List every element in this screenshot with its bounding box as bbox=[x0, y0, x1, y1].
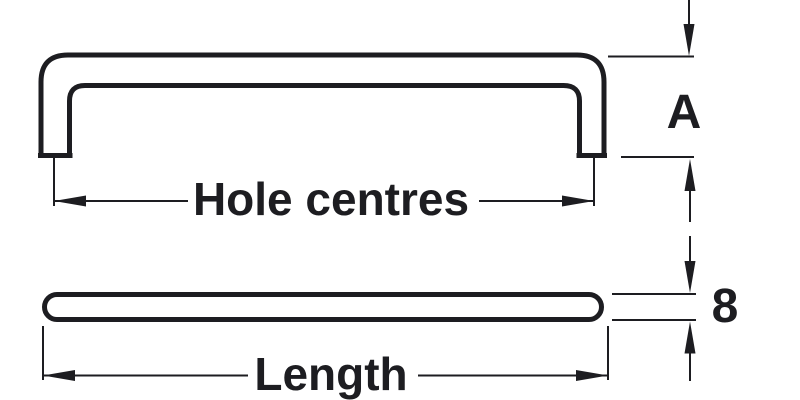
arrowheads bbox=[43, 24, 696, 381]
dim-8-down-arrowhead bbox=[684, 261, 696, 293]
dimension-labels: Hole centres A 8 Length bbox=[193, 86, 738, 400]
handle-profile-outline bbox=[42, 292, 604, 322]
hole-centres-right-arrowhead bbox=[562, 195, 594, 207]
hole-centres-label: Hole centres bbox=[193, 173, 469, 225]
dim-a-up-arrowhead bbox=[684, 159, 696, 191]
handle-front-view bbox=[38, 52, 607, 158]
handle-outer-profile bbox=[38, 52, 607, 158]
thickness-8-label: 8 bbox=[712, 280, 739, 333]
hole-centres-left-arrowhead bbox=[54, 195, 86, 207]
dim-8-up-arrowhead bbox=[684, 321, 696, 354]
dim-a-down-arrowhead bbox=[683, 24, 695, 56]
handle-profile-view bbox=[42, 292, 604, 322]
length-label: Length bbox=[254, 348, 407, 400]
length-left-arrowhead bbox=[43, 370, 75, 381]
length-right-arrowhead bbox=[576, 370, 608, 381]
height-a-label: A bbox=[667, 86, 702, 139]
extension-lines bbox=[42, 55, 696, 380]
handle-inner-profile bbox=[67, 83, 582, 158]
